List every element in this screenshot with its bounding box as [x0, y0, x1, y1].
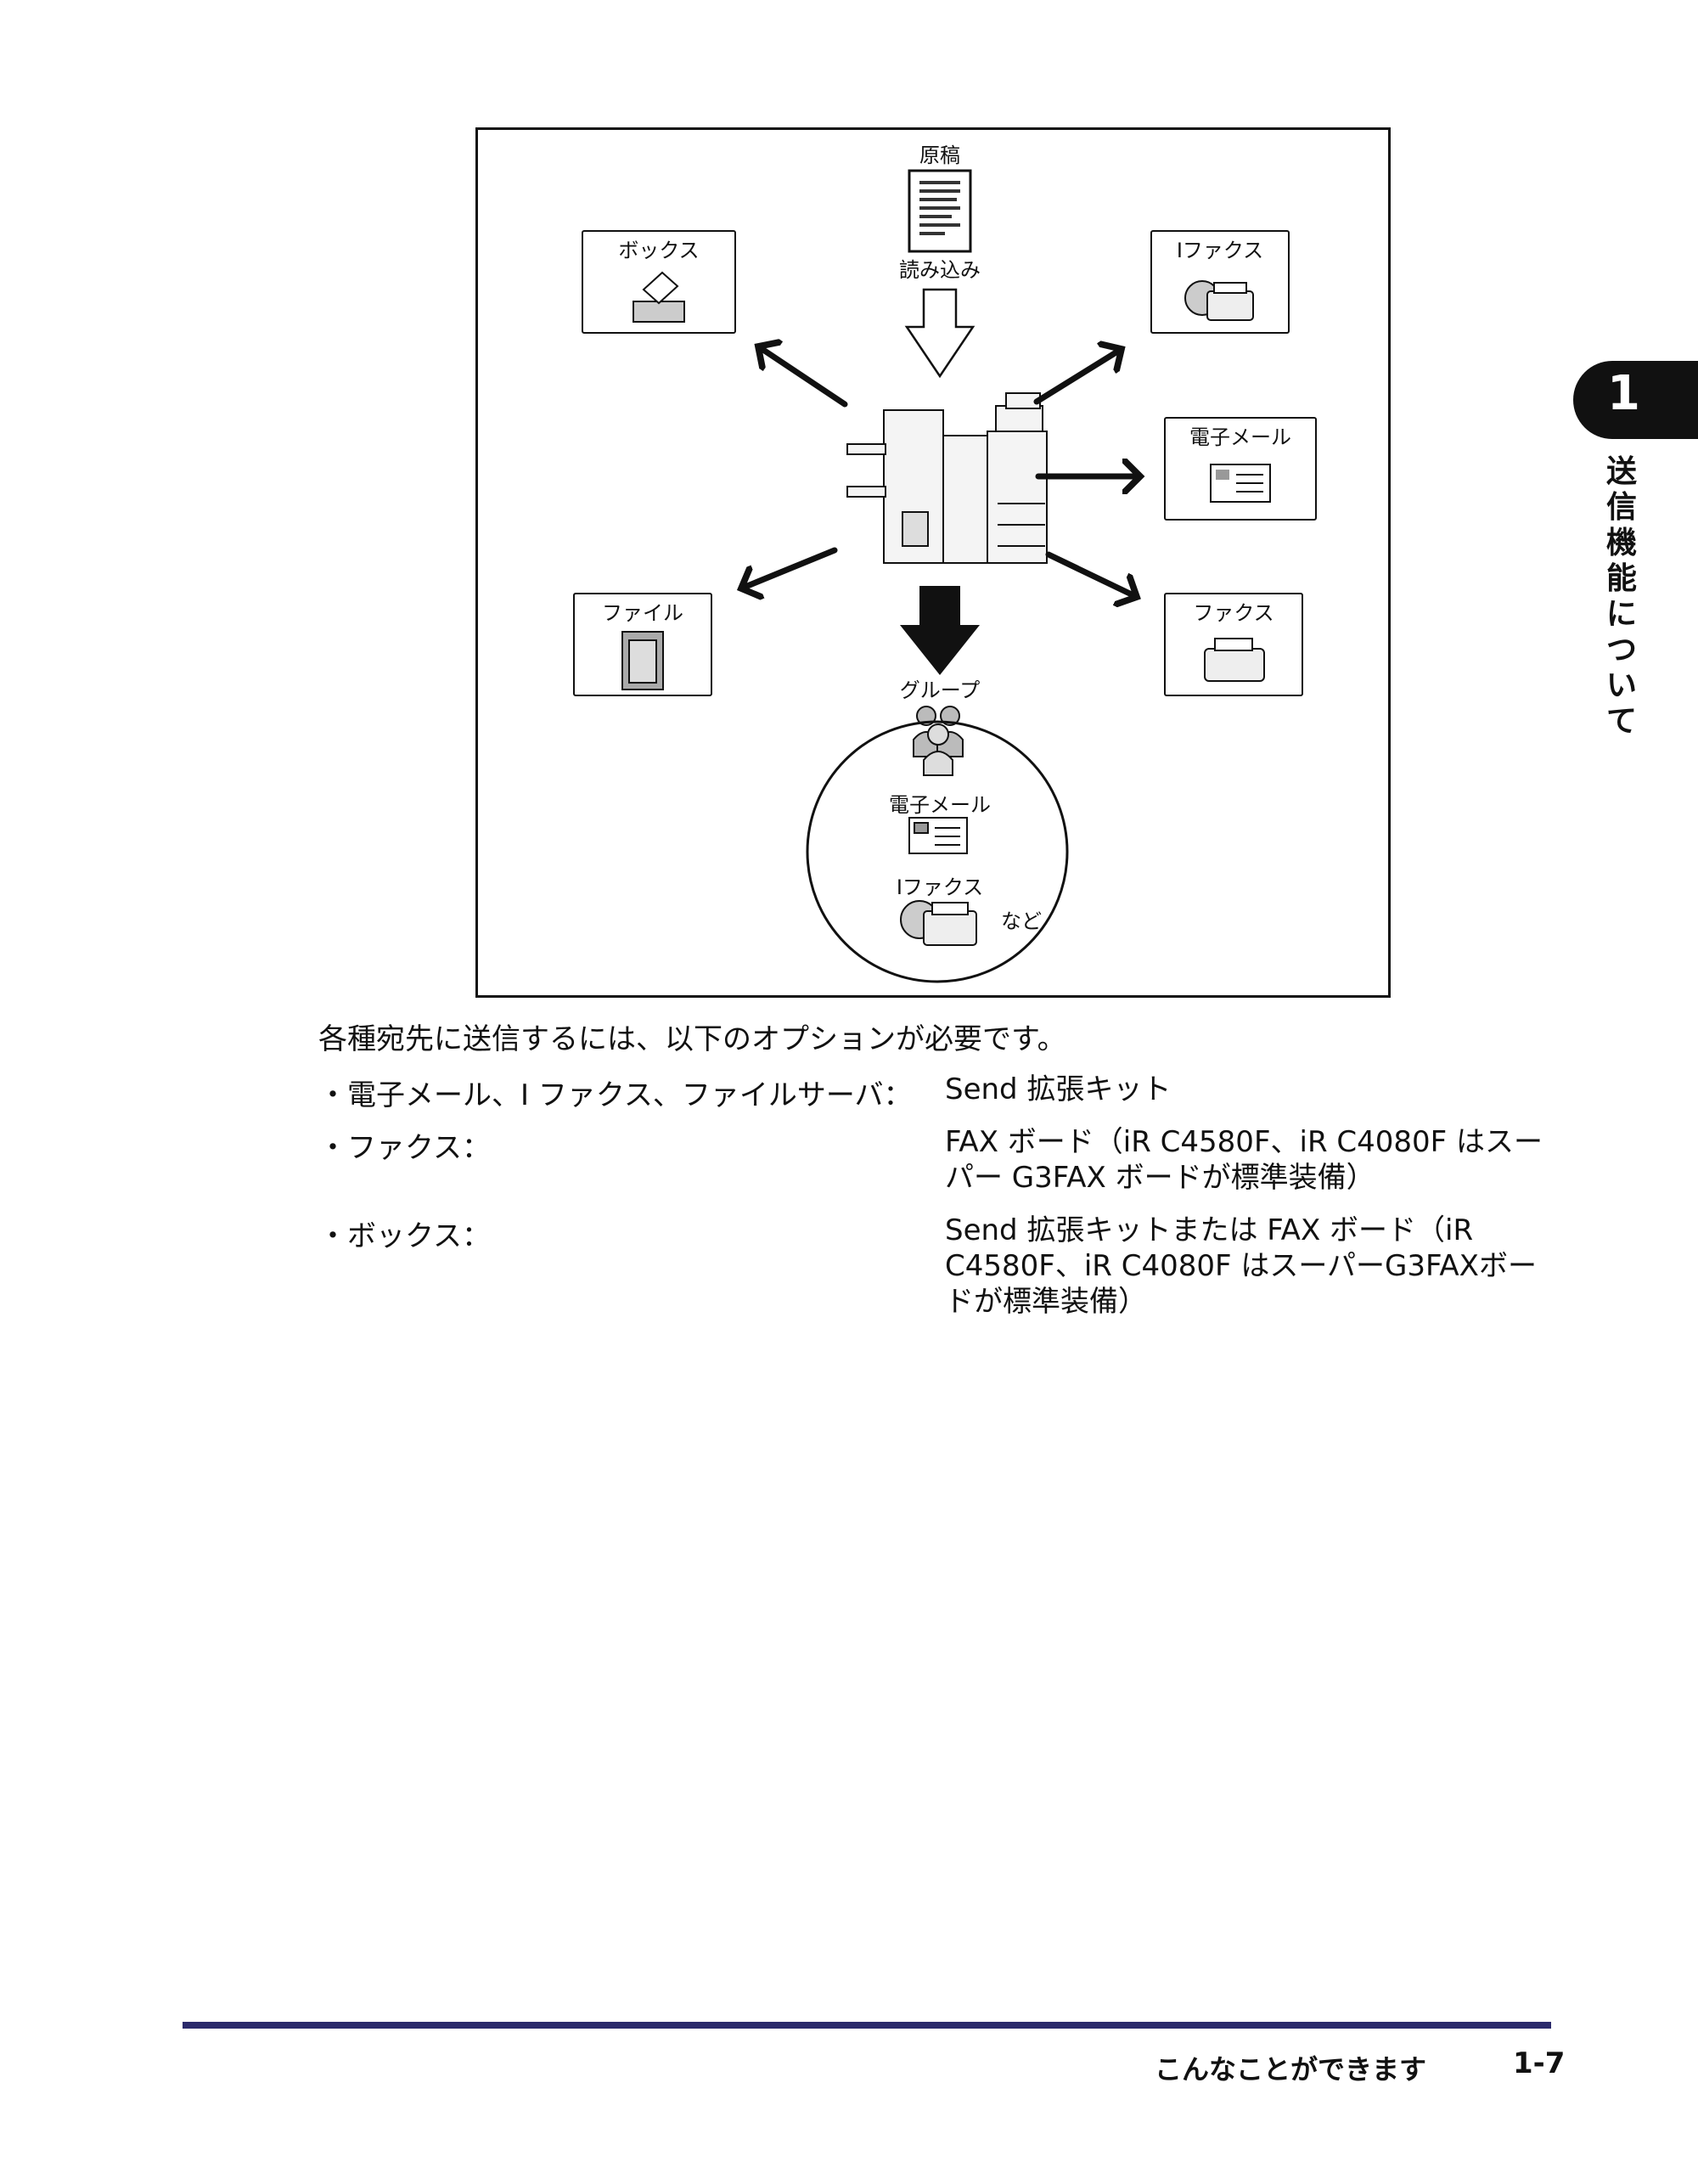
- send-arrows: [741, 346, 1140, 597]
- requirement-item-fax: ・ファクス：: [318, 1131, 491, 1165]
- group-ifax-icon: [900, 900, 977, 946]
- requirement-item-box: ・ボックス：: [318, 1219, 491, 1253]
- requirement-value-email: Send 拡張キット: [945, 1072, 1556, 1107]
- ifax-machine-icon: [1184, 280, 1254, 321]
- chapter-title-char: て: [1605, 704, 1637, 739]
- send-function-diagram: 原稿 読み込み ボックス Iファクス 電子メール ファイル: [475, 127, 1391, 998]
- chapter-title-char: 能: [1605, 561, 1637, 596]
- requirement-line: FAX ボード（iR C4580F、iR C4080F はスー: [945, 1125, 1543, 1159]
- requirement-line: C4580F、iR C4080F はスーパーG3FAXボー: [945, 1249, 1537, 1283]
- requirement-value-box: Send 拡張キットまたは FAX ボード（iR C4580F、iR C4080…: [945, 1213, 1556, 1320]
- group-arrow-icon: [900, 586, 980, 675]
- arrow-to-box: [758, 346, 848, 408]
- email-icon: [1210, 464, 1271, 503]
- scan-label: 読み込み: [899, 258, 981, 282]
- file-server-icon: [621, 631, 664, 690]
- chapter-title-char: 機: [1605, 526, 1637, 560]
- chapter-title-char: つ: [1605, 633, 1637, 667]
- multifunction-printer-icon: [846, 392, 1048, 564]
- diagram-graphics: [478, 169, 1393, 983]
- chapter-number: 1: [1607, 366, 1640, 421]
- box-tray-icon: [633, 271, 685, 323]
- chapter-title: 送 信 機 能 に つ い て: [1605, 454, 1639, 740]
- ifax-destination: Iファクス: [1150, 230, 1290, 334]
- requirement-item-email: ・電子メール、I ファクス、ファイルサーバ：: [318, 1078, 913, 1112]
- fax-machine-icon: [1204, 638, 1265, 682]
- group-circle: [806, 720, 1069, 983]
- group-label: グループ: [899, 678, 981, 702]
- arrow-to-file: [741, 547, 838, 588]
- group-ifax-label: Iファクス: [896, 875, 984, 899]
- footer-rule: [183, 2022, 1551, 2029]
- email-label: 電子メール: [1189, 425, 1291, 449]
- chapter-title-char: 信: [1605, 490, 1637, 525]
- requirement-line: ドが標準装備）: [945, 1285, 1147, 1319]
- ifax-label: Iファクス: [1176, 239, 1264, 262]
- fax-destination: ファクス: [1164, 593, 1303, 696]
- requirement-line: Send 拡張キット: [945, 1072, 1172, 1106]
- footer-section-title: こんなことができます: [1155, 2053, 1427, 2085]
- scan-arrow-icon: [904, 288, 976, 379]
- email-destination: 電子メール: [1164, 417, 1317, 521]
- arrow-to-fax: [1045, 551, 1137, 597]
- chapter-title-char: に: [1605, 597, 1637, 632]
- fax-label: ファクス: [1193, 601, 1274, 625]
- chapter-title-char: い: [1605, 668, 1637, 703]
- original-label: 原稿: [919, 144, 960, 167]
- requirement-line: パー G3FAX ボードが標準装備）: [945, 1161, 1375, 1195]
- file-label: ファイル: [602, 601, 683, 625]
- requirement-value-fax: FAX ボード（iR C4580F、iR C4080F はスー パー G3FAX…: [945, 1124, 1556, 1196]
- group-email-icon: [908, 817, 968, 854]
- intro-text: 各種宛先に送信するには、以下のオプションが必要です。: [318, 1022, 1066, 1056]
- page-number: 1-7: [1513, 2046, 1566, 2080]
- chapter-tab: 1: [1573, 361, 1698, 439]
- chapter-title-char: 送: [1605, 454, 1637, 489]
- group-etc-label: など: [1001, 909, 1042, 933]
- box-destination: ボックス: [582, 230, 736, 334]
- file-destination: ファイル: [573, 593, 712, 696]
- arrow-to-ifax: [1033, 349, 1122, 405]
- group-email-label: 電子メール: [889, 793, 991, 817]
- group-people-icon: [913, 706, 964, 776]
- requirement-line: Send 拡張キットまたは FAX ボード（iR: [945, 1213, 1474, 1247]
- original-document-icon: [908, 169, 972, 253]
- box-label: ボックス: [618, 239, 700, 262]
